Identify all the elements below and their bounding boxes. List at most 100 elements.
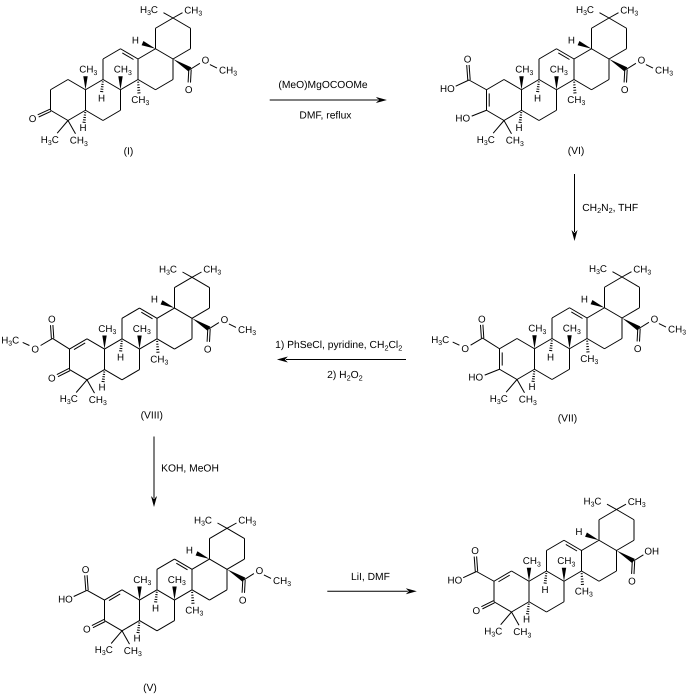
svg-text:H: H [520,627,527,638]
svg-text:3: 3 [102,650,106,657]
svg-text:CH: CH [582,203,597,214]
svg-text:3: 3 [596,269,600,276]
svg-text:O: O [221,315,229,326]
svg-text:H: H [41,135,48,146]
svg-text:O: O [634,344,642,355]
svg-text:H: H [140,575,147,586]
svg-text:O: O [651,315,659,326]
svg-text:H: H [159,264,166,275]
svg-text:C: C [495,626,502,637]
svg-text:3: 3 [520,141,524,148]
svg-text:(V): (V) [143,683,157,694]
svg-text:3: 3 [252,521,256,528]
svg-text:H: H [186,546,193,557]
svg-text:KOH, MeOH: KOH, MeOH [161,464,219,475]
svg-text:H: H [140,324,147,335]
svg-text:3: 3 [233,71,237,78]
svg-text:C: C [513,627,520,638]
svg-text:2) H: 2) H [327,370,346,381]
svg-text:3: 3 [577,329,581,336]
svg-text:(VIII): (VIII) [141,411,163,422]
svg-text:3: 3 [572,561,576,568]
svg-text:O: O [351,370,359,381]
svg-text:3: 3 [528,632,532,639]
svg-text:H: H [516,123,523,134]
svg-text:H: H [245,325,252,336]
svg-text:H: H [140,5,147,16]
svg-text:C: C [219,66,226,77]
svg-text:C: C [52,135,59,146]
svg-text:3: 3 [682,330,686,337]
svg-text:O: O [628,576,636,587]
svg-text:O: O [48,374,56,385]
svg-text:3: 3 [497,399,501,406]
svg-text:C: C [550,65,557,76]
svg-text:H: H [635,497,642,508]
svg-text:H: H [192,605,199,616]
svg-text:O: O [473,606,481,617]
svg-text:H: H [557,65,564,76]
svg-text:3: 3 [582,100,586,107]
svg-text:H: H [191,5,198,16]
svg-text:C: C [587,5,594,16]
svg-text:H: H [477,135,484,146]
svg-text:C: C [203,265,210,276]
svg-text:C: C [523,556,530,567]
svg-text:HO: HO [448,576,463,587]
svg-text:H: H [117,353,124,364]
svg-text:3: 3 [543,329,547,336]
svg-text:3: 3 [148,580,152,587]
svg-text:H: H [152,604,159,615]
svg-text:3: 3 [669,71,673,78]
svg-text:1) PhSeCl, pyridine, CH: 1) PhSeCl, pyridine, CH [275,340,384,351]
svg-text:H: H [570,324,577,335]
svg-text:3: 3 [48,140,52,147]
svg-text:H: H [513,136,520,147]
svg-text:3: 3 [113,329,117,336]
svg-text:C: C [131,95,138,106]
svg-text:C: C [114,65,121,76]
svg-text:2: 2 [398,343,402,352]
svg-text:H: H [151,295,158,306]
svg-text:C: C [205,515,212,526]
svg-text:C: C [600,264,607,275]
svg-text:H: H [535,324,542,335]
svg-text:HO: HO [58,594,73,605]
svg-text:O: O [478,314,486,325]
svg-text:O: O [471,546,479,557]
svg-text:(VII): (VII) [558,414,577,425]
svg-text:H: H [589,264,596,275]
svg-text:H: H [1,335,8,346]
svg-text:H: H [523,615,530,626]
svg-text:C: C [442,335,449,346]
svg-text:3: 3 [146,100,150,107]
svg-text:3: 3 [438,340,442,347]
svg-text:O: O [239,595,247,606]
svg-text:DMF, reflux: DMF, reflux [299,110,352,121]
svg-text:3: 3 [491,631,495,638]
svg-text:3: 3 [84,141,88,148]
svg-text:O: O [638,56,646,67]
svg-text:H: H [584,497,591,508]
svg-text:3: 3 [537,561,541,568]
svg-text:3: 3 [103,400,107,407]
svg-text:H: H [134,633,141,644]
svg-text:C: C [133,324,140,335]
svg-text:H: H [280,576,287,587]
svg-text:H: H [121,65,128,76]
svg-text:C: C [515,65,522,76]
svg-text:H: H [542,585,549,596]
svg-text:H: H [526,395,533,406]
svg-text:3: 3 [166,269,170,276]
svg-text:3: 3 [647,269,651,276]
svg-text:2: 2 [609,206,613,215]
svg-text:H: H [627,5,634,16]
svg-text:2: 2 [347,373,351,382]
svg-text:2: 2 [597,206,601,215]
svg-text:H: H [210,265,217,276]
svg-text:H: H [96,395,103,406]
svg-text:H: H [98,93,105,104]
svg-text:C: C [79,65,86,76]
svg-text:C: C [668,325,675,336]
svg-text:3: 3 [201,520,205,527]
